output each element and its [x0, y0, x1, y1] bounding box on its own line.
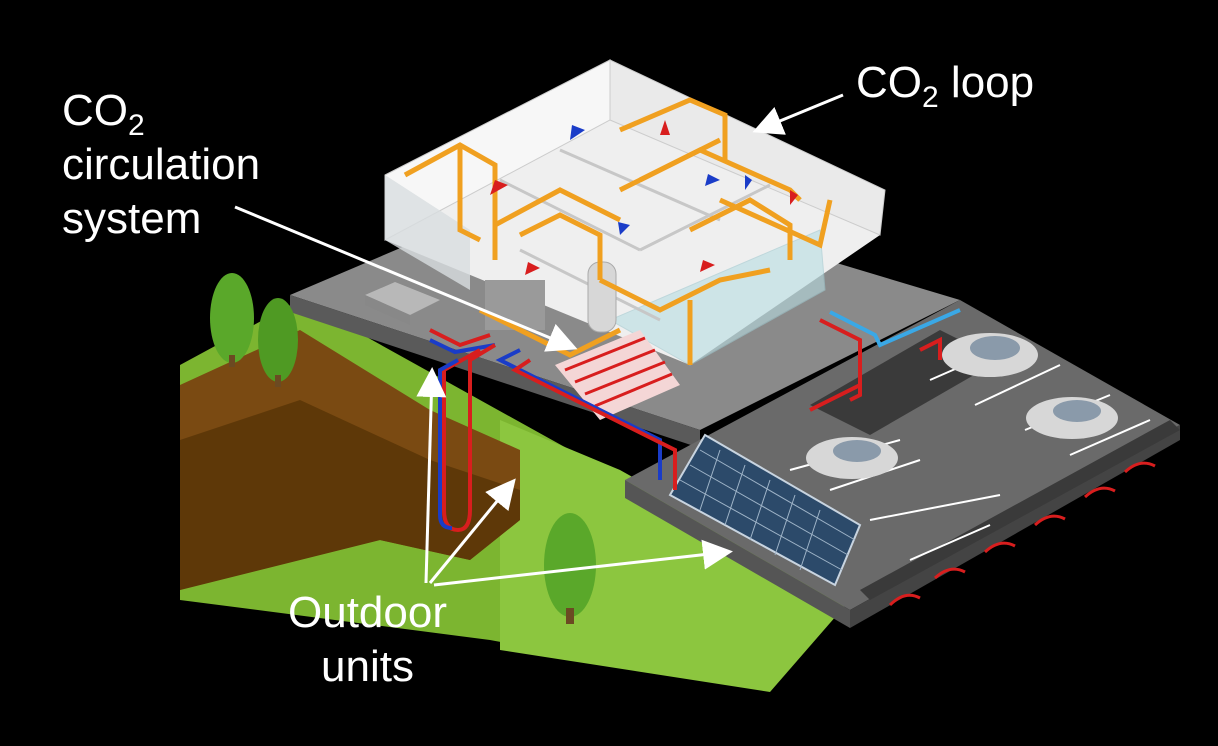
grass-ground-right: [500, 420, 850, 692]
tree-left-2: [258, 298, 298, 387]
outdoor-pointer-line-1: [416, 367, 447, 584]
airflow-arrows: [490, 120, 798, 275]
loop-pointer-line: [752, 93, 844, 135]
car-3: [806, 437, 898, 479]
glass-wall-front: [608, 229, 826, 366]
system-line: system: [62, 194, 202, 243]
tree-left-1: [210, 273, 254, 367]
parking-front-edge: [625, 480, 850, 628]
co2-circulation-system-label: CO2 circulation system: [62, 84, 260, 246]
chem-base: CO: [856, 58, 922, 107]
chem-subscript: 2: [922, 81, 939, 114]
ground-loop-pipes: [429, 328, 677, 533]
car-2: [1026, 397, 1118, 439]
outdoor-pointer-line-3: [433, 539, 733, 587]
chem-subscript: 2: [128, 109, 145, 142]
co2-loop-label: CO2 loop: [856, 56, 1035, 113]
chem-base: CO: [62, 86, 128, 135]
loop-text: loop: [938, 58, 1035, 107]
system-pointer-line: [234, 205, 578, 352]
parking-pipes: [809, 308, 961, 412]
tree-bottom: [544, 513, 596, 624]
circulation-system-chem: CO2: [62, 84, 260, 141]
parking-edge: [850, 425, 1180, 628]
heating-arcs: [888, 461, 1156, 607]
soil-band: [180, 400, 520, 590]
car-1: [942, 333, 1038, 377]
outdoor-pointer-line-2: [428, 478, 516, 584]
callout-lines: [234, 93, 844, 587]
underfloor-heating: [555, 330, 680, 420]
solar-array: [668, 433, 862, 587]
indoor-equipment: [485, 261, 617, 333]
outdoor-units-label: Outdoor units: [288, 586, 447, 694]
outdoor-unit: [365, 282, 440, 325]
units-line: units: [321, 642, 414, 691]
outdoor-line: Outdoor: [288, 588, 447, 637]
building-left-wall: [385, 175, 470, 290]
circulation-line: circulation: [62, 140, 261, 189]
heating-strip: [860, 420, 1180, 600]
